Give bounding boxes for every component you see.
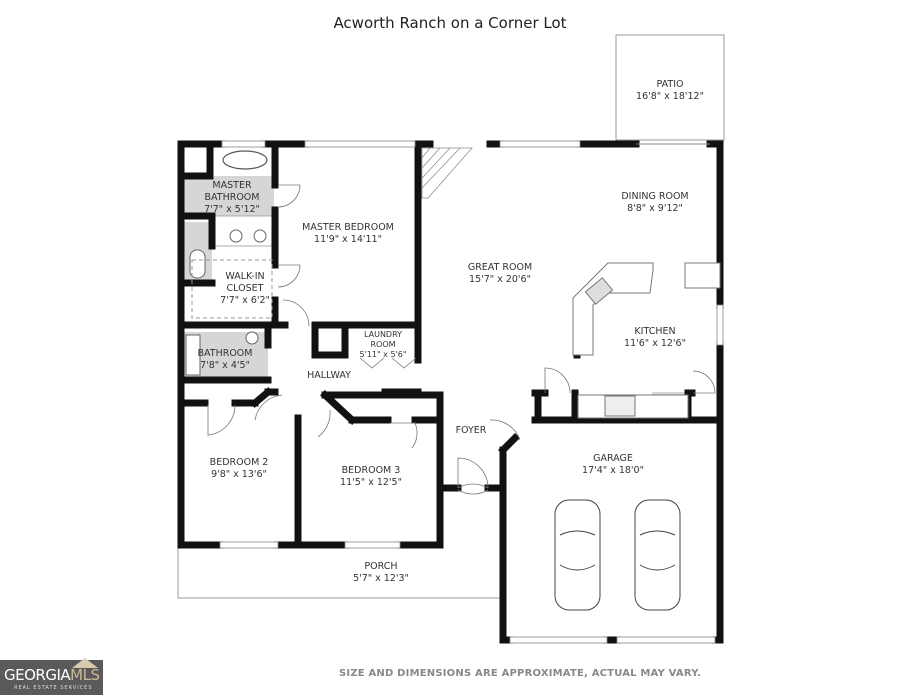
room-name: LAUNDRY bbox=[363, 330, 403, 339]
room-name: ROOM bbox=[370, 340, 396, 349]
roof-icon bbox=[72, 658, 98, 668]
room-name: MASTER bbox=[212, 180, 252, 191]
kitchen-island bbox=[572, 262, 721, 419]
master-bath-floor bbox=[184, 176, 274, 216]
room-dims: 17'4" x 18'0" bbox=[582, 465, 644, 476]
bathtub bbox=[222, 150, 268, 170]
room-name: DINING ROOM bbox=[621, 191, 689, 202]
logo-tagline: REAL ESTATE SERVICES bbox=[14, 685, 93, 691]
room-name: BATHROOM bbox=[197, 348, 253, 359]
doors bbox=[207, 184, 716, 495]
logo-brand: GEORGIA bbox=[4, 666, 71, 684]
room-dims: 7'7" x 6'2" bbox=[220, 295, 270, 306]
room-name: BEDROOM 2 bbox=[209, 457, 269, 468]
room-dims: 16'8" x 18'12" bbox=[636, 91, 704, 102]
room-name: PATIO bbox=[656, 79, 684, 90]
plan-title: Acworth Ranch on a Corner Lot bbox=[333, 14, 567, 32]
room-dims: 11'9" x 14'11" bbox=[314, 234, 382, 245]
georgia-mls-logo: GEORGIAMLS REAL ESTATE SERVICES bbox=[0, 658, 103, 695]
room-dims: 11'5" x 12'5" bbox=[340, 477, 402, 488]
room-name: KITCHEN bbox=[634, 326, 676, 337]
room-name: CLOSET bbox=[226, 283, 264, 294]
room-dims: 11'6" x 12'6" bbox=[624, 338, 686, 349]
porch-outline bbox=[177, 546, 503, 599]
room-foyer: FOYER bbox=[456, 425, 487, 437]
room-name: GARAGE bbox=[593, 453, 633, 464]
walls bbox=[177, 140, 724, 644]
room-dims: 15'7" x 20'6" bbox=[469, 274, 531, 285]
logo-wordmark: GEORGIAMLS bbox=[4, 666, 100, 684]
toilet bbox=[189, 249, 206, 279]
room-name: HALLWAY bbox=[307, 370, 351, 381]
room-name: MASTER BEDROOM bbox=[302, 222, 394, 233]
room-name: WALK-IN bbox=[225, 271, 265, 282]
room-name: BATHROOM bbox=[204, 192, 260, 203]
patio-outline bbox=[615, 34, 725, 141]
disclaimer-text: SIZE AND DIMENSIONS ARE APPROXIMATE, ACT… bbox=[339, 668, 701, 679]
room-dims: 8'8" x 9'12" bbox=[627, 203, 683, 214]
room-dims: 7'8" x 4'5" bbox=[200, 360, 250, 371]
room-dims: 9'8" x 13'6" bbox=[211, 469, 267, 480]
room-name: FOYER bbox=[455, 425, 487, 436]
logo-brand-accent: MLS bbox=[70, 666, 100, 684]
fireplace bbox=[421, 147, 473, 199]
room-dims: 5'11" x 5'6" bbox=[359, 350, 407, 359]
cars bbox=[554, 499, 681, 611]
room-dims: 5'7" x 12'3" bbox=[353, 573, 409, 584]
room-name: BEDROOM 3 bbox=[341, 465, 401, 476]
windows bbox=[219, 140, 724, 644]
room-name: PORCH bbox=[364, 561, 398, 572]
room-hallway: HALLWAY bbox=[307, 370, 351, 382]
room-name: GREAT ROOM bbox=[467, 262, 533, 273]
room-dims: 7'7" x 5'12" bbox=[204, 204, 260, 215]
